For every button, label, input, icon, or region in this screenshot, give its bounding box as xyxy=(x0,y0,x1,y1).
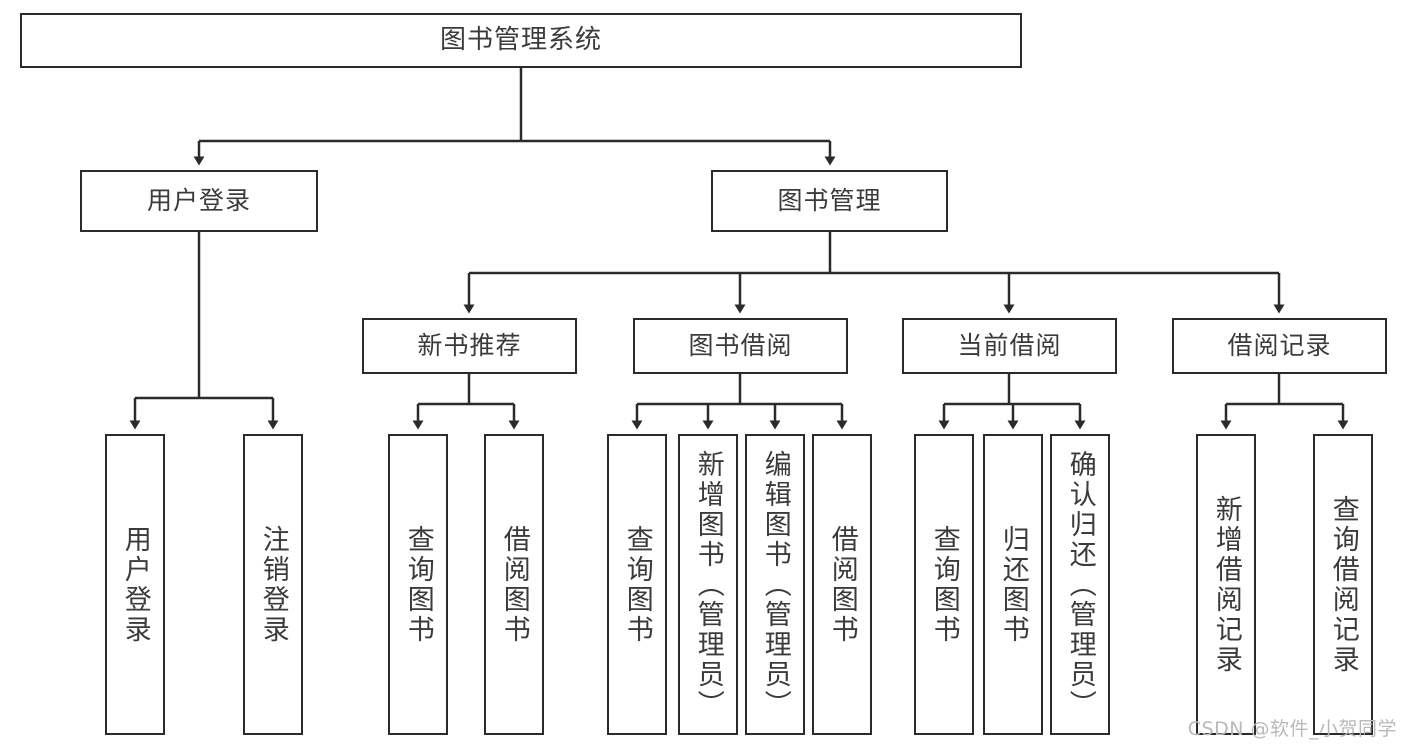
node-leaf-add-borrow-record-label: 新增借阅记录 xyxy=(1210,494,1242,675)
node-leaf-query-book-3[interactable]: 查询图书 xyxy=(914,434,974,735)
node-leaf-user-login[interactable]: 用户登录 xyxy=(105,434,165,735)
node-leaf-borrow-book-1-label: 借阅图书 xyxy=(498,524,530,645)
node-leaf-query-book-2-label: 查询图书 xyxy=(621,524,653,645)
node-leaf-add-book[interactable]: 新增图书（管理员） xyxy=(678,434,738,735)
node-current-borrow[interactable]: 当前借阅 xyxy=(902,318,1117,374)
node-leaf-confirm-return-label: 确认归还（管理员） xyxy=(1064,449,1096,720)
node-leaf-query-borrow-record-label: 查询借阅记录 xyxy=(1327,494,1359,675)
node-leaf-logout-label: 注销登录 xyxy=(257,524,289,645)
node-user-login-label: 用户登录 xyxy=(146,185,251,215)
node-book-manage-label: 图书管理 xyxy=(777,185,882,215)
node-leaf-query-book-1-label: 查询图书 xyxy=(402,524,434,645)
node-leaf-query-borrow-record[interactable]: 查询借阅记录 xyxy=(1313,434,1373,735)
node-leaf-edit-book[interactable]: 编辑图书（管理员） xyxy=(745,434,805,735)
node-borrow-record[interactable]: 借阅记录 xyxy=(1172,318,1387,374)
node-leaf-add-book-label: 新增图书（管理员） xyxy=(692,449,724,720)
node-root-label: 图书管理系统 xyxy=(439,24,602,55)
node-leaf-borrow-book-1[interactable]: 借阅图书 xyxy=(484,434,544,735)
node-leaf-user-login-label: 用户登录 xyxy=(119,524,151,645)
node-book-borrow-label: 图书借阅 xyxy=(688,330,793,360)
node-leaf-confirm-return[interactable]: 确认归还（管理员） xyxy=(1050,434,1110,735)
node-leaf-query-book-2[interactable]: 查询图书 xyxy=(607,434,667,735)
node-leaf-add-borrow-record[interactable]: 新增借阅记录 xyxy=(1196,434,1256,735)
node-book-manage[interactable]: 图书管理 xyxy=(711,170,948,232)
node-leaf-logout[interactable]: 注销登录 xyxy=(243,434,303,735)
node-root-system[interactable]: 图书管理系统 xyxy=(20,13,1022,68)
node-leaf-borrow-book-2[interactable]: 借阅图书 xyxy=(812,434,872,735)
node-leaf-return-book[interactable]: 归还图书 xyxy=(983,434,1043,735)
node-leaf-query-book-3-label: 查询图书 xyxy=(928,524,960,645)
node-book-borrow[interactable]: 图书借阅 xyxy=(633,318,848,374)
csdn-watermark: CSDN @软件_小贺同学 xyxy=(1187,718,1397,740)
node-user-login[interactable]: 用户登录 xyxy=(80,170,318,232)
node-new-book-recommend[interactable]: 新书推荐 xyxy=(362,318,577,374)
node-leaf-query-book-1[interactable]: 查询图书 xyxy=(388,434,448,735)
node-new-book-recommend-label: 新书推荐 xyxy=(417,330,522,360)
node-current-borrow-label: 当前借阅 xyxy=(957,330,1062,360)
node-leaf-edit-book-label: 编辑图书（管理员） xyxy=(759,449,791,720)
node-leaf-borrow-book-2-label: 借阅图书 xyxy=(826,524,858,645)
node-borrow-record-label: 借阅记录 xyxy=(1227,330,1332,360)
node-leaf-return-book-label: 归还图书 xyxy=(997,524,1029,645)
